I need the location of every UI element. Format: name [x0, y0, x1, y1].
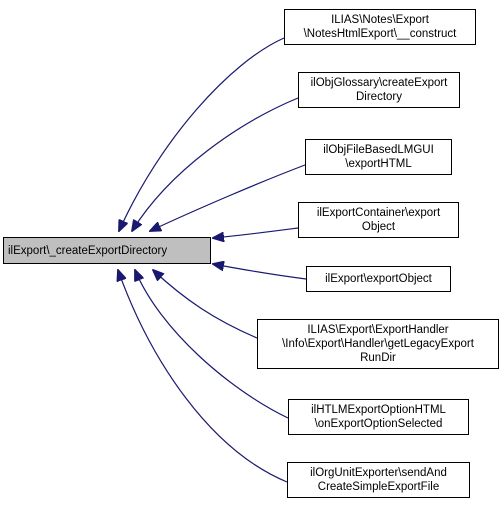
caller-node-export-handler-get-legacy-export-run-dir[interactable]: ILIAS\Export\ExportHandler \Info\Export\… [257, 319, 499, 369]
caller-edge-6 [153, 270, 258, 339]
caller-node-label: ilHTLMExportOptionHTML [311, 404, 446, 416]
caller-node-glossary-create-export-directory[interactable]: ilObjGlossary\createExport Directory [298, 72, 460, 108]
caller-node-label: ilExportContainer\export [316, 207, 441, 219]
caller-edges [118, 37, 307, 483]
caller-node-label: RunDir [360, 352, 396, 364]
caller-node-label: ilObjGlossary\createExport [310, 77, 448, 89]
caller-node-label: ILIAS\Notes\Export [331, 14, 429, 26]
caller-node-label: ilOrgUnitExporter\sendAnd [310, 467, 447, 479]
caller-edge-4 [213, 227, 299, 238]
root-node-label: ilExport\_createExportDirectory [8, 244, 168, 257]
caller-node-label: ilObjFileBasedLMGUI [323, 144, 434, 156]
caller-node-org-unit-exporter-send-and-create-simple-export-file[interactable]: ilOrgUnitExporter\sendAnd CreateSimpleEx… [287, 462, 470, 498]
caller-node-label: ilExport\exportObject [325, 273, 432, 285]
caller-node-label: \exportHTML [345, 158, 412, 170]
caller-node-label: ILIAS\Export\ExportHandler [307, 324, 449, 336]
caller-node-notes-html-export-construct[interactable]: ILIAS\Notes\Export \NotesHtmlExport\__co… [284, 9, 476, 45]
caller-edge-3 [150, 164, 306, 231]
caller-edge-7 [135, 270, 289, 419]
caller-node-htlm-export-option-html-on-export-option-selected[interactable]: ilHTLMExportOptionHTML \onExportOptionSe… [288, 399, 469, 435]
caller-node-label: \Info\Export\Handler\getLegacyExport [282, 338, 474, 350]
caller-node-label: Object [361, 221, 396, 233]
caller-node-label: Directory [355, 91, 402, 103]
caller-edge-2 [132, 97, 299, 231]
caller-edge-8 [118, 270, 288, 483]
caller-node-export-export-object[interactable]: ilExport\exportObject [306, 266, 451, 292]
caller-node-file-based-lm-export-html[interactable]: ilObjFileBasedLMGUI \exportHTML [305, 139, 452, 175]
root-node: ilExport\_createExportDirectory [3, 237, 211, 264]
caller-edge-5 [213, 264, 307, 280]
caller-edge-1 [119, 37, 285, 231]
caller-node-label: CreateSimpleExportFile [317, 481, 440, 493]
caller-node-label: \onExportOptionSelected [314, 418, 443, 430]
caller-node-export-container-export-object[interactable]: ilExportContainer\export Object [298, 202, 459, 238]
caller-node-label: \NotesHtmlExport\__construct [303, 28, 457, 40]
